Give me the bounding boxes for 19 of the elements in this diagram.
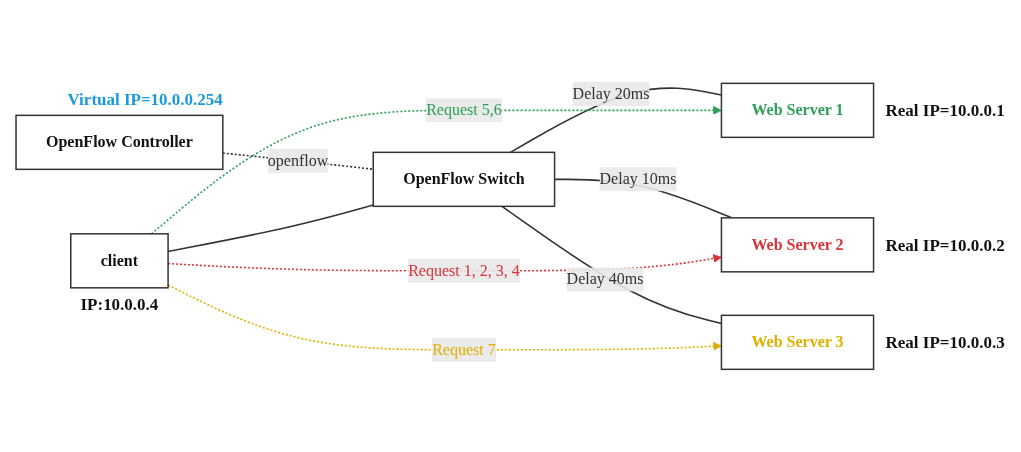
node-box: Web Server 1	[720, 82, 875, 139]
edge-label: Request 1, 2, 3, 4	[408, 262, 520, 280]
edge-label: openflow	[267, 152, 329, 170]
edge-label: Delay 20ms	[572, 85, 650, 103]
edge-label: Delay 10ms	[599, 170, 677, 188]
node-caption: IP:10.0.0.4	[80, 295, 159, 315]
node-caption: Real IP=10.0.0.3	[885, 333, 1005, 353]
node-box: Web Server 3	[720, 314, 875, 371]
node-caption: Virtual IP=10.0.0.254	[67, 90, 223, 110]
edge-label: Delay 40ms	[566, 270, 644, 288]
node-box: client	[70, 233, 169, 289]
node-box: OpenFlow Controller	[15, 114, 224, 171]
arrow	[150, 106, 722, 235]
node-caption: Real IP=10.0.0.1	[885, 101, 1005, 121]
node-caption: Real IP=10.0.0.2	[885, 236, 1005, 256]
node-box: Web Server 2	[720, 217, 875, 273]
edge-label: Request 7	[432, 341, 496, 359]
node-box: OpenFlow Switch	[372, 151, 556, 208]
edge-label: Request 5,6	[426, 101, 502, 119]
